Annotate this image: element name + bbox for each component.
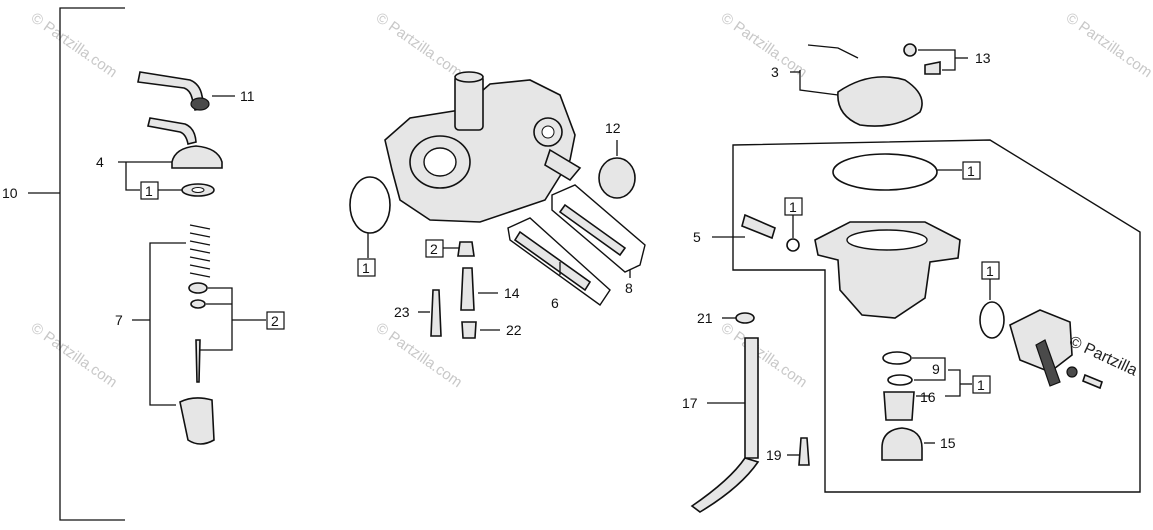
callout-box-1: 1 [140, 181, 159, 200]
screw-19 [798, 437, 810, 466]
svg-text:1: 1 [977, 377, 985, 393]
frame-8 [551, 184, 646, 273]
svg-text:2: 2 [271, 313, 279, 329]
callout-21: 21 [697, 310, 713, 326]
svg-text:1: 1 [986, 263, 994, 279]
callout-6: 6 [551, 295, 559, 311]
watermark: © Partzilla.com [373, 319, 466, 391]
callout-box-1: 1 [981, 261, 1000, 280]
svg-text:1: 1 [789, 199, 797, 215]
needle-jet-14 [460, 267, 475, 311]
svg-text:1: 1 [145, 183, 153, 199]
callout-11: 11 [240, 88, 255, 104]
callout-10: 10 [2, 185, 18, 201]
callout-7: 7 [115, 312, 123, 328]
callout-3: 3 [771, 64, 779, 80]
tube-11 [137, 71, 206, 111]
callout-15: 15 [940, 435, 956, 451]
watermark: © Partzilla.com [28, 319, 121, 391]
screw-5 [741, 213, 776, 240]
svg-text:1: 1 [967, 163, 975, 179]
drain-plug-16 [883, 391, 915, 421]
callout-box-2: 2 [266, 311, 285, 330]
callout-4: 4 [96, 154, 104, 170]
callout-19: 19 [766, 447, 782, 463]
callout-14: 14 [504, 285, 520, 301]
callout-box-1: 1 [962, 161, 981, 180]
fuel-cock [1009, 309, 1073, 373]
float-chamber-frame [732, 139, 1141, 493]
bracket-10 [59, 7, 125, 521]
gasket [832, 153, 938, 191]
callout-5: 5 [693, 229, 701, 245]
jet-needle [195, 339, 201, 383]
clip-21 [735, 312, 755, 324]
callout-23: 23 [394, 304, 410, 320]
bracket-7 [149, 242, 186, 406]
callout-13: 13 [975, 50, 991, 66]
watermark: © Partzilla.com [718, 9, 811, 81]
callout-16: 16 [920, 389, 936, 405]
callout-22: 22 [506, 322, 522, 338]
callout-box-1: 1 [784, 197, 803, 216]
main-jet-22 [461, 321, 477, 339]
callout-8: 8 [625, 280, 633, 296]
slow-jet-23 [430, 289, 442, 337]
left-assembly: 10 11 4 1 7 2 [2, 7, 285, 521]
callout-17: 17 [682, 395, 698, 411]
callout-box-2: 2 [425, 239, 444, 258]
right-assembly: 3 13 1 5 1 1 [682, 43, 1141, 513]
screw-13 [924, 61, 941, 75]
watermark: © Partzilla.com [28, 9, 121, 81]
callout-box-1: 1 [357, 258, 376, 277]
cap-15 [881, 427, 923, 461]
svg-text:1: 1 [362, 260, 370, 276]
callout-box-1: 1 [972, 375, 991, 394]
middle-assembly: 1 12 8 6 2 14 23 22 [349, 71, 646, 339]
svg-text:2: 2 [430, 241, 438, 257]
plug-12 [598, 157, 636, 199]
o-ring [349, 176, 391, 234]
frame-6 [507, 217, 611, 306]
drain-tube-17 [744, 337, 759, 459]
spring [189, 224, 211, 278]
callout-12: 12 [605, 120, 621, 136]
throttle-valve [179, 397, 215, 445]
watermark: © Partzilla.com [718, 319, 811, 391]
watermark: © Partzilla.com [373, 9, 466, 81]
watermark: © Partzilla.com [1063, 9, 1153, 81]
cap-4 [171, 145, 223, 169]
float-bowl [814, 221, 961, 319]
top-cap-3 [837, 76, 923, 127]
callout-9: 9 [932, 361, 940, 377]
